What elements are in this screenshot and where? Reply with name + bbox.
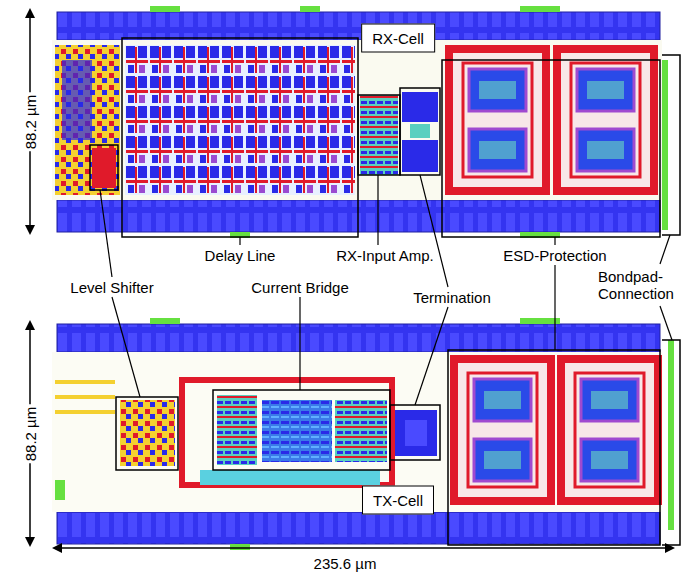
dimension-label: 235.6 µm [311,555,380,572]
part-label: Current Bridge [251,279,349,296]
part-label: Bondpad-Connection [598,268,686,302]
part-label: ESD-Protection [503,247,606,264]
part-label: Termination [410,289,494,306]
cell-label: TX-Cell [362,486,434,515]
dimension-label: 88.2 µm [22,93,39,152]
dimension-label: 88.2 µm [22,405,39,464]
part-label: Level Shifter [70,279,153,296]
part-label: Delay Line [205,247,276,264]
part-label: RX-Input Amp. [336,247,434,264]
cell-label: RX-Cell [361,24,435,53]
